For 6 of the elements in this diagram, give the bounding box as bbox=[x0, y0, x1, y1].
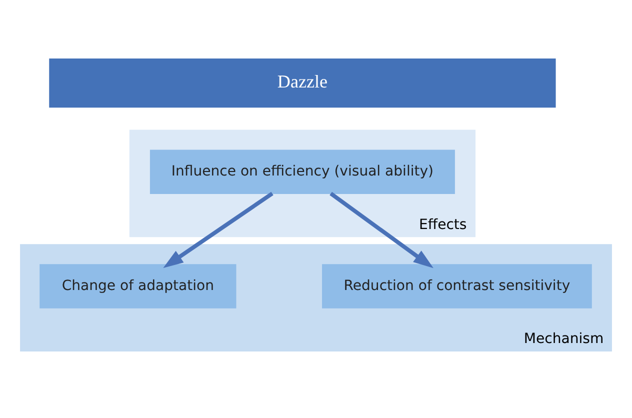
node-box: Change of adaptation bbox=[40, 264, 236, 308]
node-box: Dazzle bbox=[49, 58, 556, 108]
node-box: Influence on efficiency (visual ability) bbox=[150, 150, 455, 194]
arrow bbox=[163, 192, 274, 268]
arrow bbox=[330, 192, 434, 268]
node-box: Reduction of contrast sensitivity bbox=[322, 264, 592, 308]
